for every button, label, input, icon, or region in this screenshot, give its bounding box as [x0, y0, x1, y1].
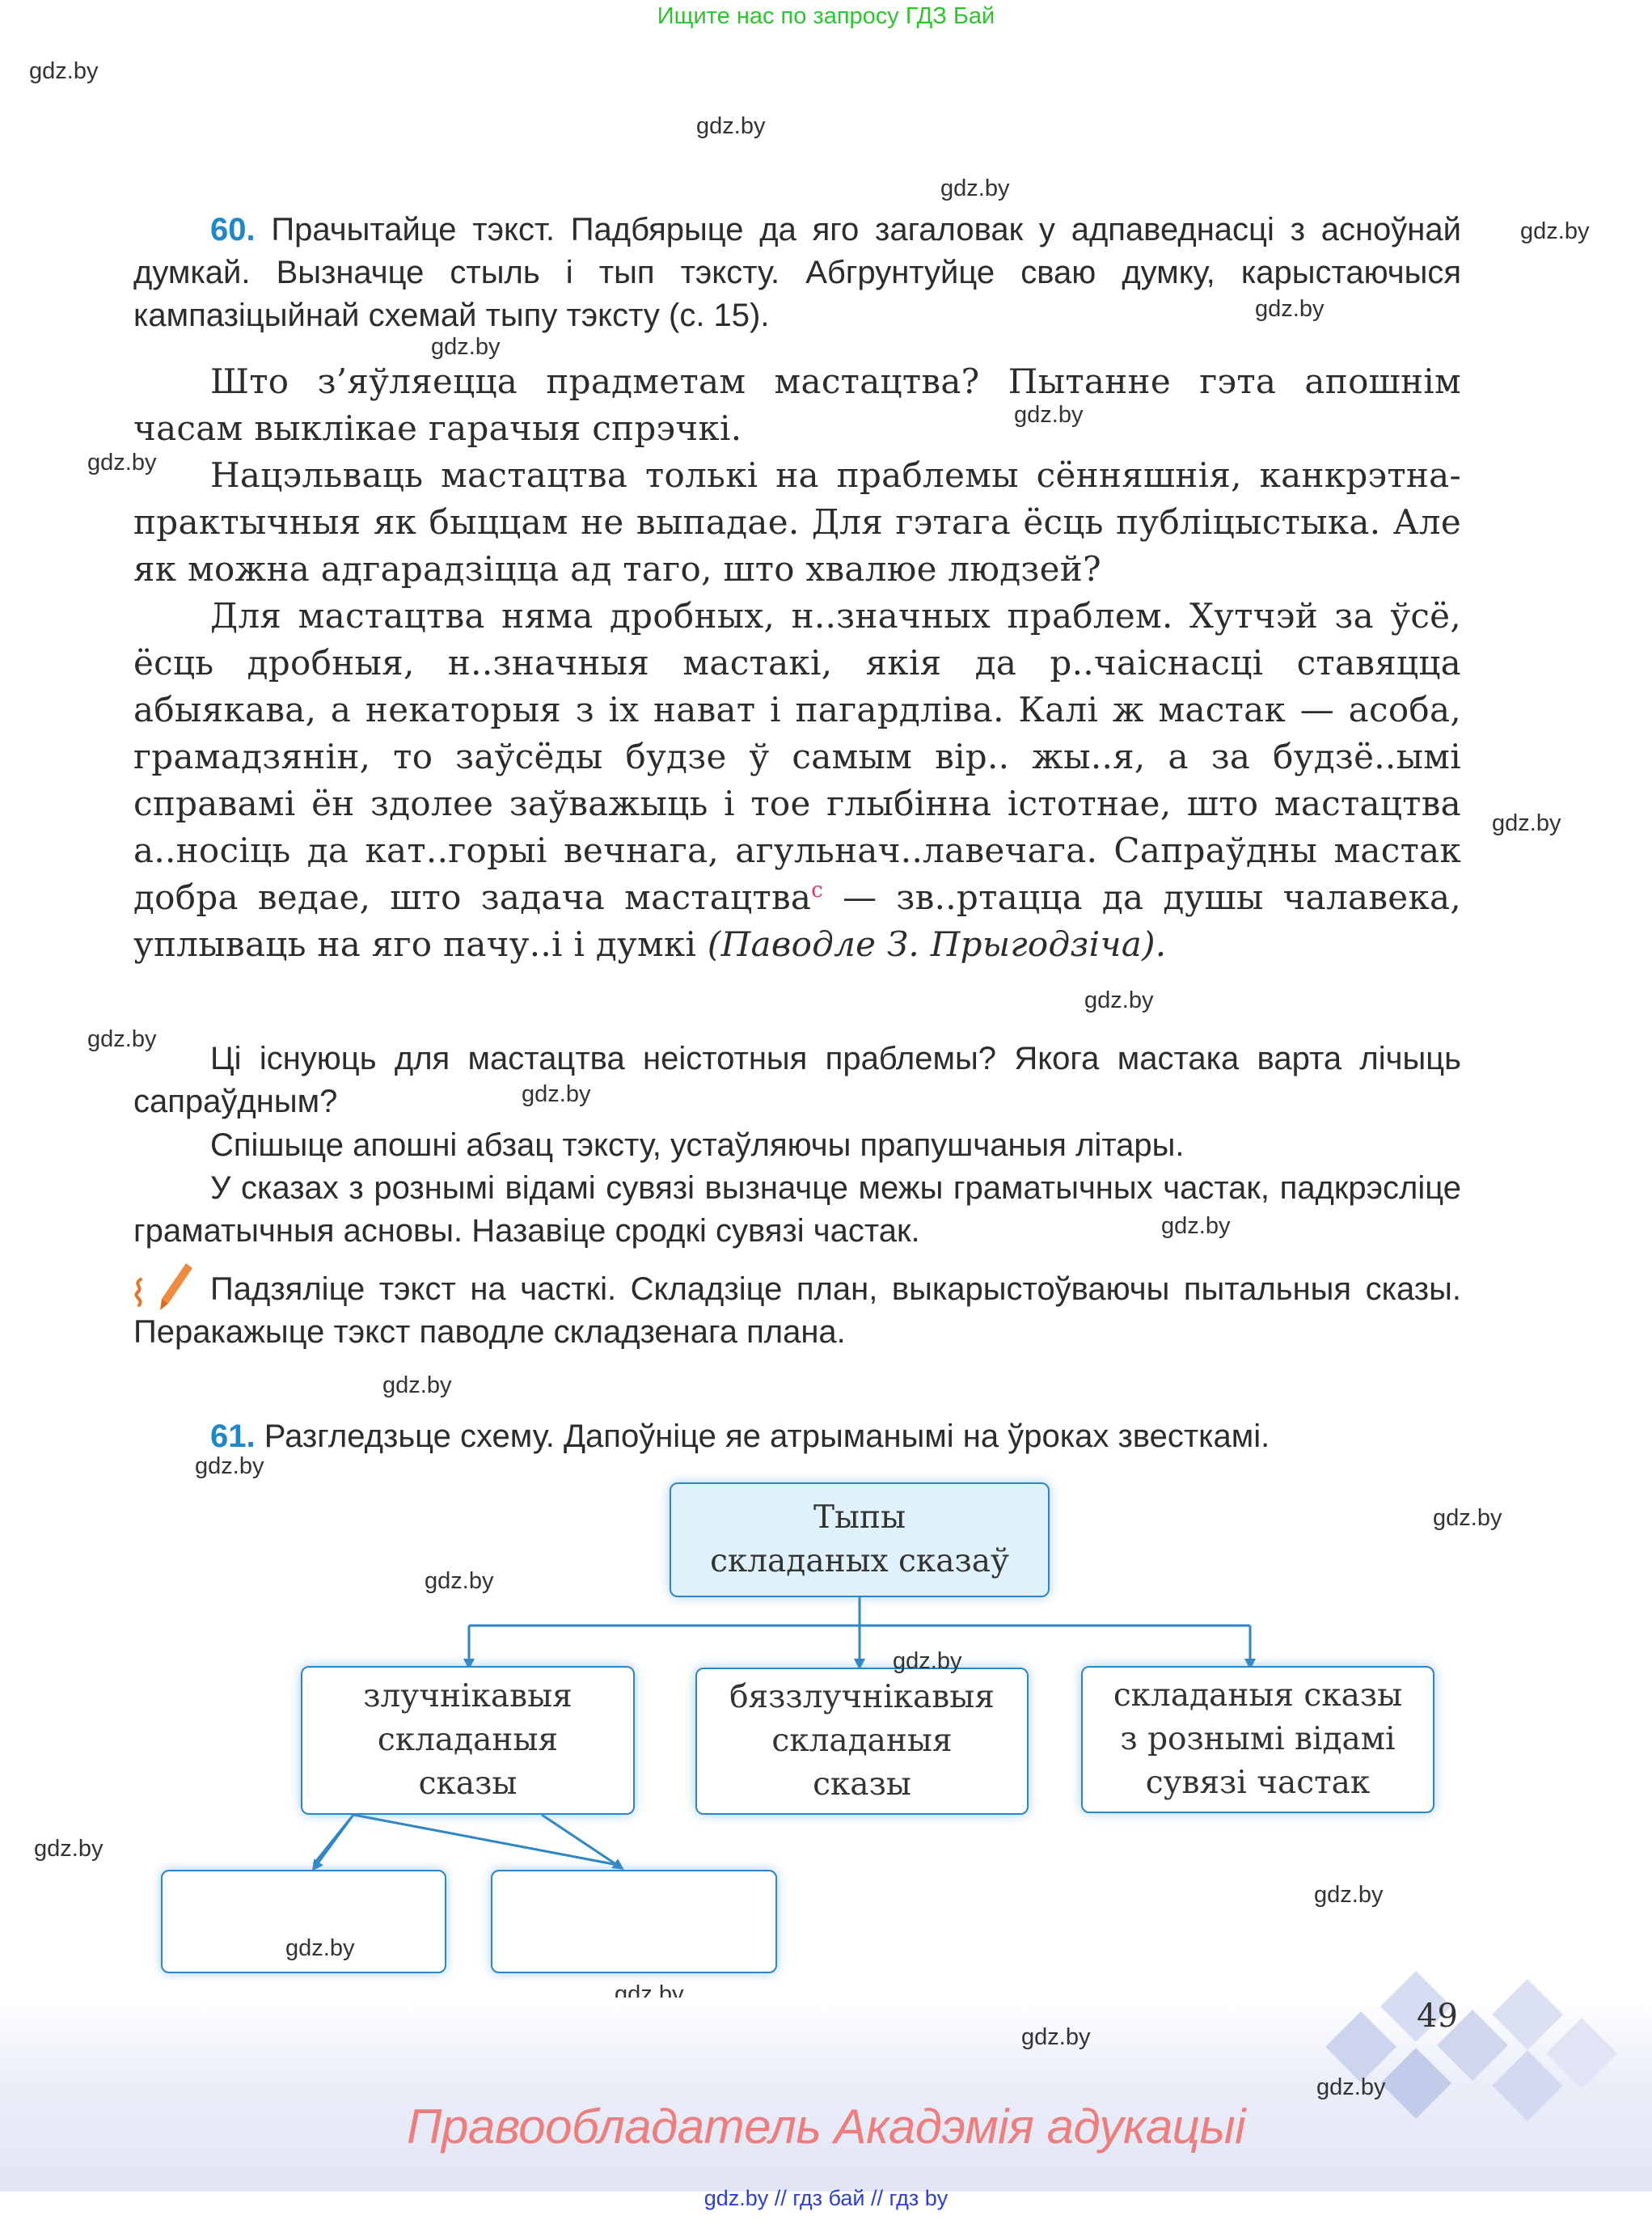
bottom-links[interactable]: gdz.by // гдз бай // гдз by: [703, 2186, 949, 2210]
watermark: gdz.by: [940, 175, 1010, 201]
watermark: gdz.by: [34, 1836, 104, 1862]
watermark: gdz.by: [1255, 296, 1325, 322]
text-paragraph-1: Што з’яўляецца прадметам мастацтва? Пыта…: [133, 362, 1461, 448]
task60-question-4: Падзяліце тэкст на часткі. Складзіце пла…: [133, 1271, 1461, 1350]
task60-instructions-text: Прачытайце тэкст. Падбярыце да яго загал…: [133, 212, 1461, 333]
watermark: gdz.by: [431, 334, 501, 360]
connector-arrow: [541, 1813, 624, 1870]
task61-instructions: 61. Разгледзьце схему. Дапоўніце яе атры…: [210, 1419, 1270, 1454]
watermark: gdz.by: [1161, 1213, 1231, 1239]
text-source: (Паводле З. Прыгодзіча).: [707, 924, 1167, 964]
diagram-empty-box-1: [161, 1870, 446, 1973]
task60-text: Што з’яўляецца прадметам мастацтва? Пыта…: [133, 358, 1461, 968]
rights-holder: Правообладатель Акадэмія адукацыі: [407, 2099, 1245, 2154]
footnote-marker: с: [811, 878, 824, 903]
text-paragraph-2: Нацэльваць мастацтва толькі на праблемы …: [133, 455, 1461, 589]
connector-arrow: [311, 1814, 355, 1871]
task60-instructions: 60. Прачытайце тэкст. Падбярыце да яго з…: [133, 209, 1461, 337]
watermark: gdz.by: [1021, 2024, 1091, 2050]
watermark: gdz.by: [87, 450, 157, 476]
task60-number: 60.: [210, 212, 256, 247]
watermark: gdz.by: [522, 1081, 591, 1107]
watermark: gdz.by: [696, 113, 766, 139]
task60-question-2: Спішыце апошні абзац тэксту, устаўляючы …: [210, 1127, 1185, 1163]
watermark: gdz.by: [425, 1568, 494, 1594]
watermark: gdz.by: [1314, 1882, 1384, 1908]
watermark: gdz.by: [1492, 810, 1561, 836]
page-number: 49: [1417, 1998, 1458, 2035]
connector-line: [353, 1813, 619, 1867]
watermark: gdz.by: [1084, 987, 1154, 1013]
diagram-empty-box-2: [491, 1870, 777, 1973]
top-banner[interactable]: Ищите нас по запросу ГДЗ Бай: [657, 3, 995, 29]
watermark: gdz.by: [382, 1372, 452, 1398]
task60-question-3: У сказах з рознымі відамі сувязі вызначц…: [133, 1170, 1461, 1249]
watermark: gdz.by: [1433, 1505, 1502, 1531]
watermark: gdz.by: [1520, 218, 1590, 244]
watermark: gdz.by: [1316, 2074, 1386, 2100]
watermark: gdz.by: [195, 1453, 264, 1479]
watermark: gdz.by: [893, 1648, 962, 1674]
watermark: gdz.by: [285, 1935, 355, 1961]
pen-icon: [129, 1252, 194, 1317]
watermark: gdz.by: [1014, 402, 1084, 428]
text-paragraph-3: Для мастацтва няма дробных, н..значных п…: [133, 596, 1461, 964]
task60-question-1: Ці існуюць для мастацтва неістотныя праб…: [133, 1041, 1461, 1119]
task61-number: 61.: [210, 1419, 256, 1454]
watermark: gdz.by: [29, 58, 99, 84]
watermark: gdz.by: [87, 1026, 157, 1052]
